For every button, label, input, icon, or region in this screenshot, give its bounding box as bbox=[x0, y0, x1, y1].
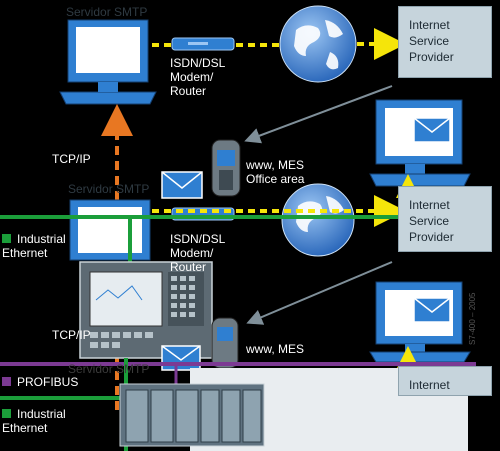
monitor-icon bbox=[59, 19, 157, 105]
www-mes-bottom-label: www, MES bbox=[246, 342, 305, 356]
isp-box-bottom: Internet bbox=[398, 366, 492, 396]
industrial-ethernet-swatch bbox=[2, 234, 11, 243]
modem-icon bbox=[171, 37, 235, 51]
globe-icon bbox=[279, 5, 357, 83]
envelope-icon bbox=[413, 297, 451, 323]
legend-profibus: PROFIBUS bbox=[2, 375, 78, 389]
mobile-phone-icon bbox=[211, 317, 239, 369]
isdn-modem-top-label: ISDN/DSL Modem/ Router bbox=[170, 56, 226, 98]
envelope-icon bbox=[413, 117, 451, 143]
profibus-swatch bbox=[2, 377, 11, 386]
isdn-modem-mid-label: ISDN/DSL Modem/ Router bbox=[170, 232, 226, 274]
tcp-ip-top-label: TCP/IP bbox=[52, 152, 91, 166]
isp-top-label: Internet Service Provider bbox=[409, 18, 454, 64]
legend-industrial-ethernet-1: Industrial Ethernet bbox=[2, 232, 66, 260]
isp-mid-label: Internet Service Provider bbox=[409, 198, 454, 244]
legend-industrial-ethernet-2: Industrial Ethernet bbox=[2, 407, 66, 435]
mobile-phone-icon bbox=[211, 139, 241, 197]
smtp-server-mid-label: Servidor SMTP bbox=[68, 182, 150, 196]
tcp-ip-bottom-label: TCP/IP bbox=[52, 328, 91, 342]
isp-bottom-label: Internet bbox=[409, 378, 450, 392]
panel-pc-icon bbox=[79, 261, 213, 359]
envelope-icon bbox=[161, 345, 201, 371]
www-mes-office-top-label: www, MES Office area bbox=[246, 158, 305, 186]
copyright-text: S7-400 – 2005 bbox=[468, 292, 477, 346]
industrial-ethernet-2-label: Industrial Ethernet bbox=[2, 407, 66, 435]
industrial-ethernet-swatch-2 bbox=[2, 409, 11, 418]
monitor-icon bbox=[69, 199, 151, 261]
smtp-server-bottom-label: Servidor SMTP bbox=[68, 362, 150, 376]
isp-box-top: Internet Service Provider bbox=[398, 6, 492, 78]
envelope-icon bbox=[161, 171, 203, 199]
monitor-icon bbox=[369, 99, 471, 187]
globe-icon bbox=[281, 183, 355, 257]
profibus-label: PROFIBUS bbox=[17, 375, 79, 389]
industrial-ethernet-1-label: Industrial Ethernet bbox=[2, 232, 66, 260]
plc-rack-icon bbox=[119, 383, 265, 447]
smtp-server-top-label: Servidor SMTP bbox=[66, 5, 148, 19]
isp-box-mid: Internet Service Provider bbox=[398, 186, 492, 252]
